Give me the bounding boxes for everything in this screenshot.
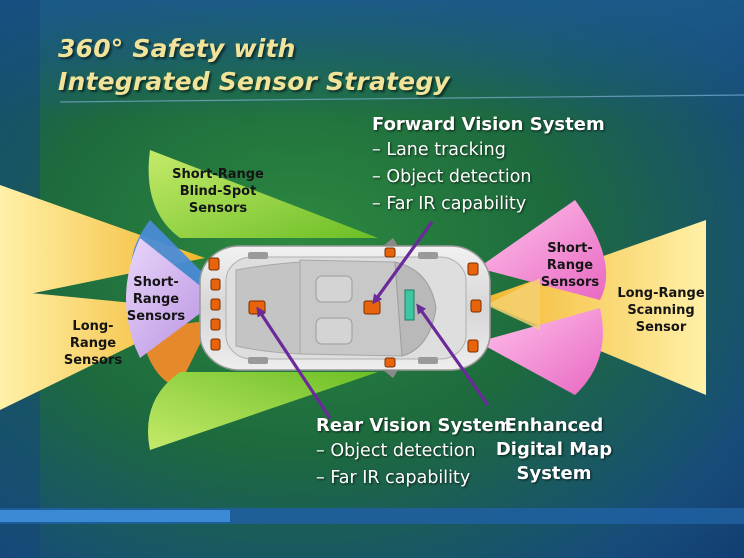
footer-bar-accent [0,510,230,522]
rear-sensor-5 [210,338,221,351]
long-range-right-field [478,220,706,395]
forward-vision-item: – Lane tracking [372,140,506,160]
label-short-range-left: Short- Range Sensors [126,275,186,324]
front-sensor-2 [470,299,482,313]
short-range-right-field-top [478,200,607,300]
forward-vision-item: – Far IR capability [372,194,527,214]
blind-spot-field-bottom [148,372,378,450]
rear-sensor-1 [208,257,220,271]
rear-sensor-2 [210,278,221,291]
front-sensor-1 [467,262,479,276]
slide-title-line-1: 360° Safety with [58,34,296,63]
digital-map-line: Digital Map [495,439,613,460]
digital-map-module [404,289,415,321]
forward-vision-camera [363,300,381,315]
rear-vision-item: – Object detection [316,441,476,461]
digital-map-arrow [416,303,490,406]
rear-vision-camera [248,300,266,315]
forward-vision-heading: Forward Vision System [372,114,605,135]
title-rule [59,94,744,103]
forward-vision-item: – Object detection [372,167,532,187]
side-sensor-bottom [384,357,396,368]
rear-vision-callout: Rear Vision System – Object detection – … [316,414,512,492]
rear-vision-item: – Far IR capability [316,468,471,488]
digital-map-callout: Enhanced Digital Map System [494,414,614,486]
long-range-left-field-top [0,185,205,300]
short-range-right-field-center [486,278,540,330]
slide-title-line-2: Integrated Sensor Strategy [58,67,450,96]
rear-sensor-4 [210,318,221,331]
front-sensor-3 [467,339,479,353]
label-long-range-left: Long- Range Sensors [63,319,123,368]
digital-map-line: Enhanced [504,415,604,436]
label-short-range-right: Short- Range Sensors [540,241,600,290]
blind-spot-field-top [148,150,378,238]
rear-sensor-3 [210,298,221,311]
short-range-right-field-bottom [478,308,603,395]
label-short-range-blind-spot: Short-Range Blind-Spot Sensors [172,167,264,216]
short-range-left-field-purple [126,238,218,358]
digital-map-line: System [516,463,592,484]
forward-vision-callout: Forward Vision System – Lane tracking – … [372,113,605,218]
callout-arrows [256,221,490,419]
rear-vision-arrow [256,306,332,419]
car-top-view [199,238,491,378]
side-sensor-top [384,247,396,258]
rear-vision-heading: Rear Vision System [316,415,513,436]
label-long-range-scanning: Long-Range Scanning Sensor [617,286,705,335]
background-top-fade [0,0,744,120]
forward-vision-arrow [372,221,434,305]
